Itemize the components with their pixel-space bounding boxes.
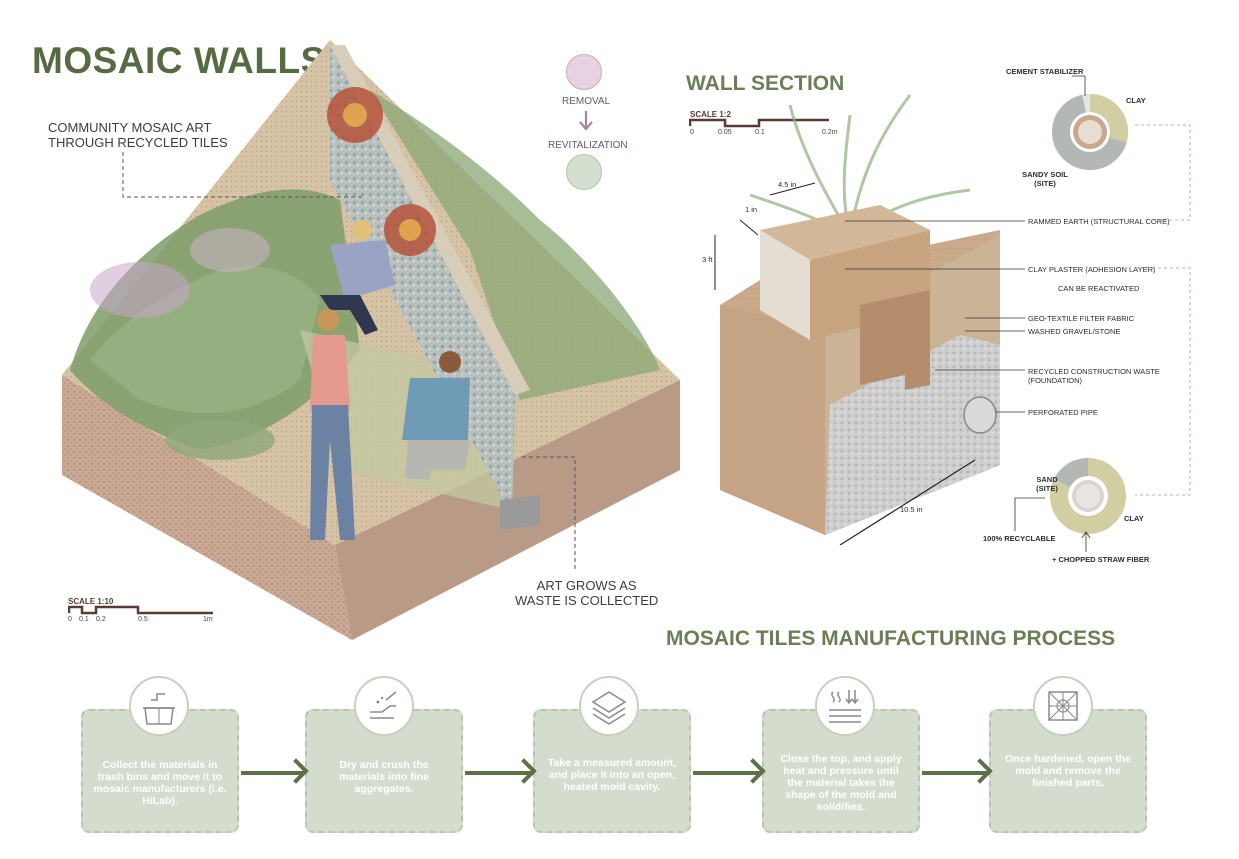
process-title: MOSAIC TILES MANUFACTURING PROCESS	[666, 627, 1116, 650]
wall-scale-tick-0: 0	[690, 129, 694, 136]
wall-scale-tick-2: 0.1	[755, 129, 765, 136]
flower-patch-2	[190, 228, 270, 272]
wall-section-drawing	[714, 94, 1000, 545]
scale-main-bar	[68, 605, 213, 615]
page-title: MOSAIC WALLS	[32, 40, 326, 81]
community-caption: COMMUNITY MOSAIC ART THROUGH RECYCLED TI…	[48, 120, 228, 150]
donut-bottom-recyclable: 100% RECYCLABLE	[983, 534, 1056, 543]
art-leader-line	[522, 456, 576, 570]
planting-bed-light	[90, 266, 320, 414]
mosaic-flower-1-center	[343, 103, 367, 127]
layer-geotextile: GEO-TEXTILE FILTER FABRIC	[1028, 314, 1135, 323]
dim-1in	[739, 219, 759, 236]
process-step-2-text: Dry and crush the materials into fine ag…	[339, 759, 429, 795]
donut-bottom-sand: SAND (SITE)	[1036, 475, 1058, 493]
trash-bins-icon	[129, 676, 189, 736]
revitalization-label: REVITALIZATION	[548, 140, 628, 151]
donut-top-chart	[1052, 93, 1129, 170]
garden-illustration	[62, 40, 680, 640]
layer-pipe: PERFORATED PIPE	[1028, 408, 1098, 417]
removal-swatch	[566, 54, 602, 90]
donut-bottom-straw: + CHOPPED STRAW FIBER	[1052, 555, 1150, 564]
layer-foundation: (FOUNDATION)	[1028, 376, 1083, 385]
process-step-1-text: Collect the materials in trash bins and …	[93, 759, 227, 807]
scale-main-tick-2: 0.2	[96, 616, 106, 623]
process-step-5-text: Once hardened, open the mold and remove …	[1004, 753, 1132, 789]
slope-planting	[370, 90, 660, 400]
mosaic-tile-icon	[1033, 676, 1093, 736]
clay-plaster-face	[760, 230, 810, 340]
heat-press-icon	[815, 676, 875, 736]
donut-top-clay: CLAY	[1126, 96, 1146, 105]
wall-scale-tick-3: 0.2m	[822, 129, 838, 136]
cement-leader	[1072, 75, 1086, 96]
revitalization-swatch	[566, 154, 602, 190]
layer-clay-plaster: CLAY PLASTER (ADHESION LAYER)	[1028, 265, 1156, 274]
straw-arrow	[1081, 531, 1091, 552]
layer-construction-waste: RECYCLED CONSTRUCTION WASTE	[1028, 367, 1160, 376]
community-leader-line	[122, 152, 365, 198]
perforated-pipe	[963, 396, 997, 434]
arrow-right-icon	[241, 771, 303, 775]
arrow-right-icon	[922, 771, 987, 775]
donut-bottom-clay: CLAY	[1124, 514, 1144, 523]
arrow-right-icon	[465, 771, 531, 775]
rammed-earth-top	[760, 205, 930, 260]
layer-leader-lines	[845, 220, 1025, 413]
scale-main-tick-0: 0	[68, 616, 72, 623]
person-standing	[310, 309, 355, 540]
scale-main-tick-4: 1m	[203, 616, 213, 623]
process-step-4-text: Close the top, and apply heat and pressu…	[780, 753, 902, 813]
recyclable-leader	[1014, 497, 1045, 531]
mosaic-flower-2-center	[399, 219, 421, 241]
arrow-right-icon	[693, 771, 760, 775]
scale-main-tick-1: 0.1	[79, 616, 89, 623]
donut-link-lines	[1135, 124, 1191, 496]
dim-height-label: 3 ft	[702, 255, 713, 264]
donut-top-cement: CEMENT STABILIZER	[1006, 67, 1084, 76]
layer-reactivated: CAN BE REACTIVATED	[1058, 284, 1140, 293]
donut-bottom-chart	[1050, 457, 1126, 534]
gravel-foundation	[825, 335, 1000, 535]
arrow-down-icon	[579, 111, 593, 131]
dim-thick-label: 1 in	[745, 205, 758, 214]
flower-patch	[90, 262, 190, 318]
wall-scale-label: SCALE 1:2	[690, 110, 731, 119]
dim-width-top-label: 4.5 in	[778, 180, 797, 189]
layers-icon	[579, 676, 639, 736]
dim-base-label: 10.5 in	[900, 505, 923, 514]
wall-footing	[860, 290, 930, 390]
scale-main-label: SCALE 1:10	[68, 597, 114, 606]
layer-rammed-earth: RAMMED EARTH (STRUCTURAL CORE)	[1028, 217, 1170, 226]
process-step-4: Close the top, and apply heat and pressu…	[762, 709, 920, 833]
process-step-3-text: Take a measured amount, and place it int…	[547, 757, 677, 793]
person-kneeling-blonde	[320, 220, 395, 335]
art-caption: ART GROWS AS WASTE IS COLLECTED	[515, 578, 659, 608]
crush-hand-icon	[354, 676, 414, 736]
soil-front-face	[62, 375, 352, 640]
dim-105in	[839, 459, 976, 545]
wall-scale-tick-1: 0.05	[718, 129, 732, 136]
soil-front	[720, 305, 825, 535]
person-crouching	[402, 351, 470, 480]
shrub	[165, 420, 275, 460]
removal-label: REMOVAL	[562, 96, 611, 107]
layer-gravel: WASHED GRAVEL/STONE	[1028, 327, 1121, 336]
donut-top-sandy-soil: SANDY SOIL (SITE)	[1022, 170, 1068, 188]
collection-bin	[500, 495, 540, 530]
scale-main-tick-3: 0.5	[138, 616, 148, 623]
dim-45in	[769, 182, 816, 196]
wall-section-title: WALL SECTION	[686, 72, 845, 95]
wall-scale-bar	[689, 118, 829, 128]
